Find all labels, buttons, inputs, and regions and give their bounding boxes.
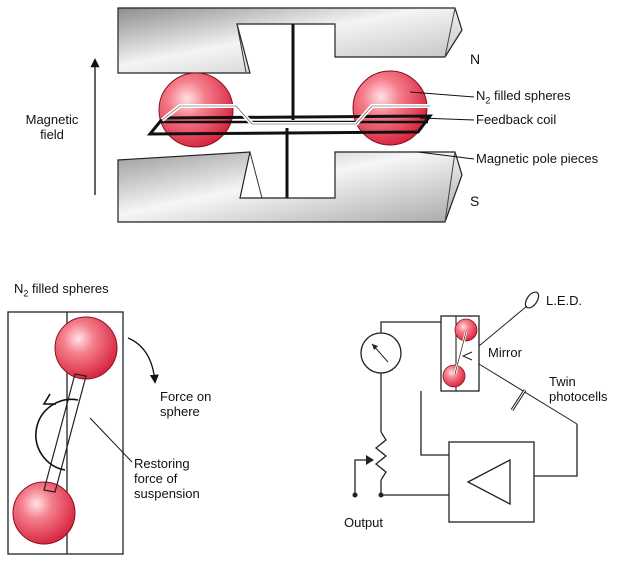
force-on-sphere-label: Force on sphere bbox=[160, 389, 211, 419]
north-pole-piece bbox=[117, 7, 463, 74]
housing-sphere-bottom bbox=[442, 364, 466, 388]
magnetic-field-label: Magnetic field bbox=[20, 112, 84, 142]
magnetic-field-line1: Magnetic bbox=[25, 112, 79, 127]
mirror-label: Mirror bbox=[488, 345, 522, 360]
bottom-title-prefix: N bbox=[14, 281, 24, 296]
restoring-arc bbox=[35, 398, 79, 471]
force-arrow bbox=[127, 337, 159, 384]
balance-housing bbox=[440, 315, 480, 392]
n2-sphere-left bbox=[158, 72, 234, 148]
photocells-line1: Twin bbox=[549, 374, 576, 389]
south-pole-label: S bbox=[470, 193, 480, 209]
amplifier-symbol bbox=[466, 458, 511, 506]
spheres-label: N2 filled spheres bbox=[476, 88, 571, 109]
lower-sphere bbox=[12, 481, 76, 545]
restoring-line2: force of bbox=[134, 471, 178, 486]
spheres-label-sub: 2 bbox=[485, 95, 491, 106]
magnetic-field-line2: field bbox=[40, 127, 64, 142]
feedback-coil-label: Feedback coil bbox=[476, 112, 557, 127]
suspension-frame bbox=[7, 311, 124, 555]
suspension-rod bbox=[43, 373, 87, 493]
housing-sphere-top bbox=[454, 318, 478, 342]
upper-sphere bbox=[54, 316, 118, 380]
meter bbox=[360, 332, 402, 374]
feedback-coil bbox=[146, 114, 434, 136]
spheres-label-suffix: filled spheres bbox=[490, 88, 571, 103]
feedback-circuit-diagram bbox=[352, 291, 578, 523]
output-label: Output bbox=[344, 515, 384, 530]
north-pole-label: N bbox=[470, 51, 481, 67]
potentiometer bbox=[374, 431, 388, 481]
led-label: L.E.D. bbox=[546, 293, 583, 308]
photocells-label: Twin photocells bbox=[549, 374, 608, 404]
force-line1: Force on bbox=[160, 389, 212, 404]
pole-pieces-label: Magnetic pole pieces bbox=[476, 151, 599, 166]
restoring-line1: Restoring bbox=[134, 456, 190, 471]
spheres-label-prefix: N bbox=[476, 88, 486, 103]
restoring-force-label: Restoring force of suspension bbox=[134, 456, 200, 501]
force-line2: sphere bbox=[160, 404, 200, 419]
led bbox=[524, 291, 540, 309]
photocells-line2: photocells bbox=[549, 389, 608, 404]
south-pole-piece bbox=[117, 151, 463, 223]
top-apparatus bbox=[90, 7, 475, 223]
bottom-title-sub: 2 bbox=[23, 288, 29, 299]
bottom-spheres-title: N2 filled spheres bbox=[14, 281, 109, 302]
restoring-line3: suspension bbox=[134, 486, 200, 501]
sphere-suspension-diagram bbox=[7, 311, 159, 555]
bottom-title-suffix: filled spheres bbox=[28, 281, 109, 296]
amplifier bbox=[448, 441, 535, 523]
